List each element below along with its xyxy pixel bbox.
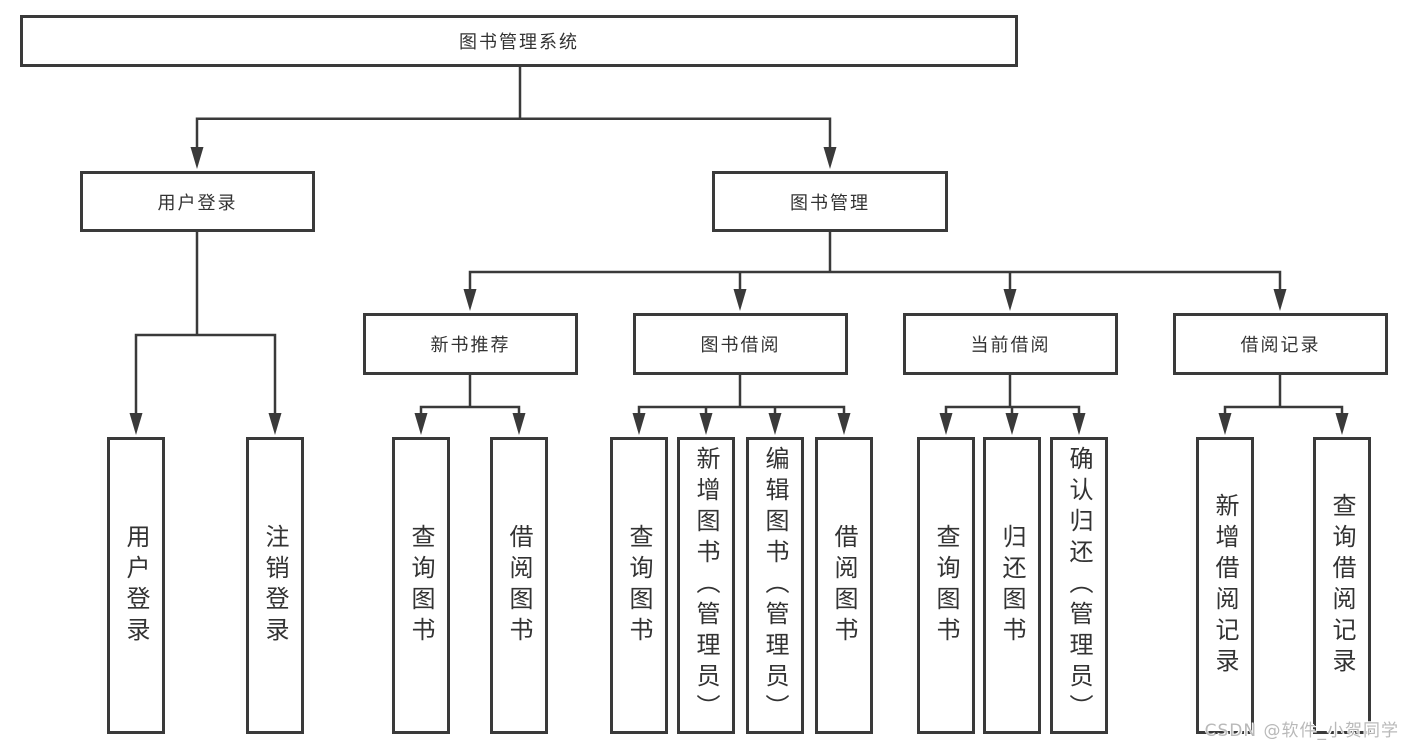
node-label: 新书推荐 — [430, 335, 511, 356]
csdn-watermark: CSDN @软件_小贺同学 — [1204, 721, 1399, 741]
arrowhead-icon — [1273, 289, 1287, 311]
leaf-borrow-books-recommend: 借阅图书 — [490, 437, 548, 734]
leaf-label: 确认归还（管理员） — [1065, 446, 1093, 725]
arrowhead-icon — [768, 413, 782, 435]
leaf-logout: 注销登录 — [246, 437, 304, 734]
leaf-user-login: 用户登录 — [107, 437, 165, 734]
node-label: 借阅记录 — [1240, 335, 1321, 356]
leaf-query-borrow-record: 查询借阅记录 — [1313, 437, 1371, 734]
node-current-borrow: 当前借阅 — [903, 313, 1118, 375]
leaf-query-books-borrow: 查询图书 — [610, 437, 668, 734]
node-label: 图书借阅 — [700, 335, 781, 356]
leaf-label: 注销登录 — [261, 523, 289, 648]
arrowhead-icon — [190, 147, 204, 169]
arrowhead-icon — [1072, 413, 1086, 435]
arrowhead-icon — [1005, 413, 1019, 435]
leaf-label: 查询图书 — [932, 523, 960, 648]
node-label: 图书管理 — [790, 192, 870, 214]
leaf-label: 用户登录 — [122, 523, 150, 648]
arrowhead-icon — [733, 289, 747, 311]
node-book-borrow: 图书借阅 — [633, 313, 848, 375]
arrowhead-icon — [837, 413, 851, 435]
node-book-management: 图书管理 — [712, 171, 948, 232]
leaf-label: 借阅图书 — [505, 523, 533, 648]
leaf-add-borrow-record: 新增借阅记录 — [1196, 437, 1254, 734]
node-user-login: 用户登录 — [80, 171, 315, 232]
node-new-book-recommend: 新书推荐 — [363, 313, 578, 375]
leaf-borrow-books: 借阅图书 — [815, 437, 873, 734]
leaf-label: 查询借阅记录 — [1328, 492, 1356, 679]
leaf-edit-books-admin: 编辑图书（管理员） — [746, 437, 804, 734]
leaf-label: 新增图书（管理员） — [692, 446, 720, 725]
leaf-label: 编辑图书（管理员） — [761, 446, 789, 725]
arrowhead-icon — [463, 289, 477, 311]
leaf-return-books: 归还图书 — [983, 437, 1041, 734]
arrowhead-icon — [268, 413, 282, 435]
arrowhead-icon — [632, 413, 646, 435]
leaf-add-books-admin: 新增图书（管理员） — [677, 437, 735, 734]
arrowhead-icon — [699, 413, 713, 435]
arrowhead-icon — [823, 147, 837, 169]
arrowhead-icon — [414, 413, 428, 435]
node-label: 当前借阅 — [970, 335, 1051, 356]
leaf-label: 借阅图书 — [830, 523, 858, 648]
leaf-label: 新增借阅记录 — [1211, 492, 1239, 679]
leaf-query-books-current: 查询图书 — [917, 437, 975, 734]
leaf-label: 查询图书 — [407, 523, 435, 648]
arrowhead-icon — [939, 413, 953, 435]
node-borrow-records: 借阅记录 — [1173, 313, 1388, 375]
arrowhead-icon — [1335, 413, 1349, 435]
node-library-management-system: 图书管理系统 — [20, 15, 1018, 67]
node-label: 图书管理系统 — [459, 32, 579, 53]
node-label: 用户登录 — [157, 192, 238, 214]
leaf-label: 归还图书 — [998, 523, 1026, 648]
leaf-query-books-recommend: 查询图书 — [392, 437, 450, 734]
arrowhead-icon — [1003, 289, 1017, 311]
leaf-label: 查询图书 — [625, 523, 653, 648]
arrowhead-icon — [512, 413, 526, 435]
leaf-confirm-return-admin: 确认归还（管理员） — [1050, 437, 1108, 734]
arrowhead-icon — [1218, 413, 1232, 435]
arrowhead-icon — [129, 413, 143, 435]
